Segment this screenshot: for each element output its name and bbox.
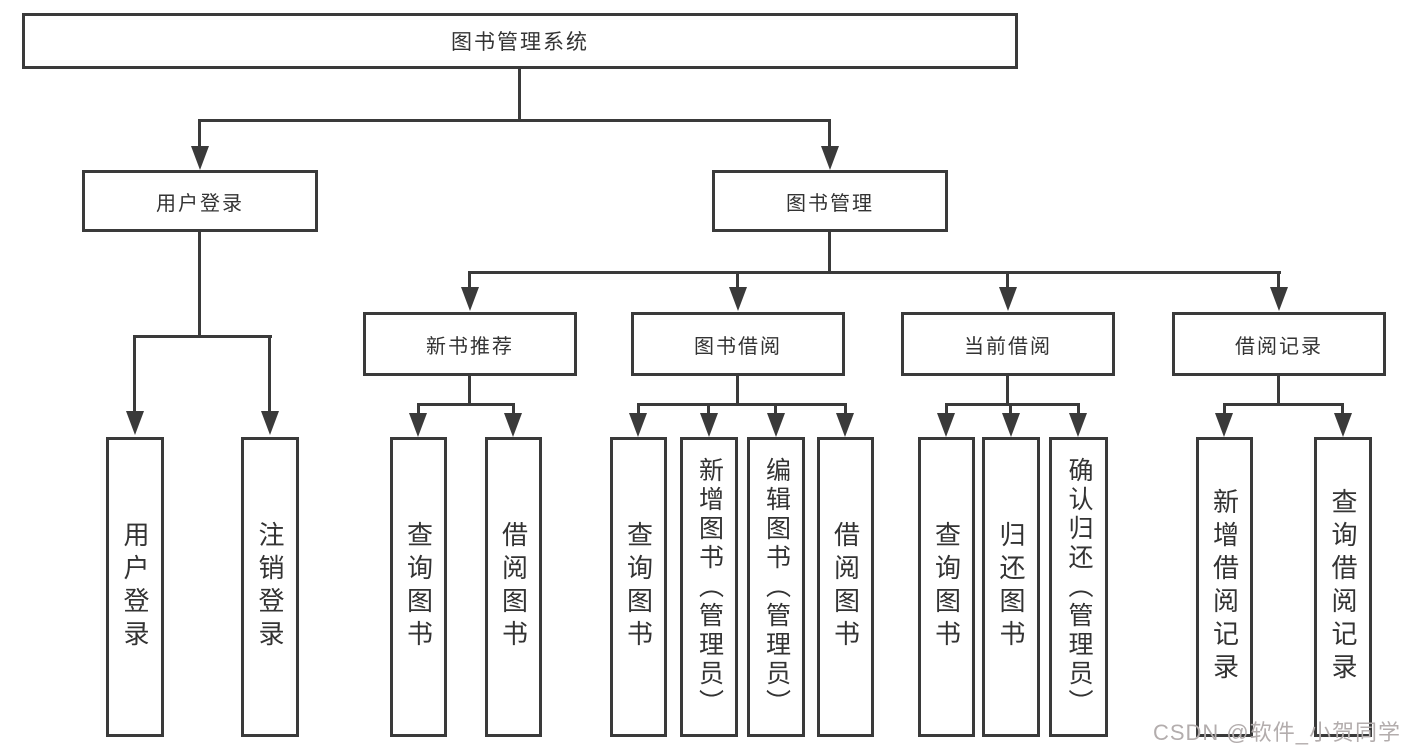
connector-stem-cb-query	[945, 403, 948, 415]
leaf-cb-confirm-return-admin: 确认归还（管理员）	[1049, 437, 1108, 737]
connector-new-book-split	[417, 403, 515, 406]
connector-book-borrow-split	[637, 403, 847, 406]
connector-new-book-stem	[468, 375, 471, 405]
leaf-nb-query-books-label: 查询图书	[403, 521, 434, 653]
connector-stem-current-borrow	[1006, 271, 1009, 289]
connector-stem-book-borrow	[736, 271, 739, 289]
connector-current-borrow-split	[945, 403, 1080, 406]
connector-user-login-stem	[198, 231, 201, 337]
leaf-bb-add-books-admin-label: 新增图书（管理员）	[695, 456, 724, 718]
connector-stem-bb-add	[707, 403, 710, 415]
leaf-cb-return-books: 归还图书	[982, 437, 1040, 737]
leaf-nb-query-books: 查询图书	[390, 437, 447, 737]
node-new-book-rec: 新书推荐	[363, 312, 577, 376]
node-user-login-label: 用户登录	[156, 192, 244, 215]
node-root-label: 图书管理系统	[451, 31, 589, 54]
connector-stem-bb-query	[637, 403, 640, 415]
node-current-borrow-label: 当前借阅	[964, 335, 1052, 358]
connector-stem-user-login	[198, 119, 201, 149]
leaf-bb-borrow-books: 借阅图书	[817, 437, 874, 737]
connector-stem-leaf-login	[133, 335, 136, 413]
arrowhead-current-borrow	[999, 287, 1017, 311]
leaf-br-query-record: 查询借阅记录	[1314, 437, 1372, 737]
leaf-bb-borrow-books-label: 借阅图书	[830, 521, 861, 653]
leaf-bb-query-books-label: 查询图书	[623, 521, 654, 653]
connector-user-login-split	[133, 335, 272, 338]
connector-stem-br-add	[1223, 403, 1226, 415]
arrowhead-bb-edit	[767, 413, 785, 437]
connector-stem-cb-return	[1009, 403, 1012, 415]
leaf-cb-return-books-label: 归还图书	[996, 521, 1026, 653]
connector-current-borrow-stem	[1006, 375, 1009, 405]
node-current-borrow: 当前借阅	[901, 312, 1115, 376]
connector-borrow-record-stem	[1277, 375, 1280, 405]
arrowhead-cb-query	[937, 413, 955, 437]
leaf-br-add-record-label: 新增借阅记录	[1209, 488, 1240, 686]
node-root: 图书管理系统	[22, 13, 1018, 69]
arrowhead-book-borrow	[729, 287, 747, 311]
connector-book-mgmt-split	[468, 271, 1281, 274]
arrowhead-bb-borrow	[836, 413, 854, 437]
node-book-mgmt-label: 图书管理	[786, 192, 874, 215]
node-borrow-record: 借阅记录	[1172, 312, 1386, 376]
arrowhead-bb-add	[700, 413, 718, 437]
node-borrow-record-label: 借阅记录	[1235, 335, 1323, 358]
connector-book-borrow-stem	[736, 375, 739, 405]
arrowhead-br-query	[1334, 413, 1352, 437]
connector-stem-br-query	[1341, 403, 1344, 415]
node-book-mgmt: 图书管理	[712, 170, 948, 232]
arrowhead-leaf-logout	[261, 411, 279, 435]
csdn-watermark: CSDN @软件_小贺同学	[1152, 720, 1401, 745]
connector-stem-bb-borrow	[844, 403, 847, 415]
leaf-cb-query-books: 查询图书	[918, 437, 975, 737]
node-user-login: 用户登录	[82, 170, 318, 232]
node-book-borrow: 图书借阅	[631, 312, 845, 376]
arrowhead-new-book	[461, 287, 479, 311]
connector-root-stem	[518, 68, 521, 120]
arrowhead-user-login	[191, 146, 209, 170]
arrowhead-borrow-record	[1270, 287, 1288, 311]
connector-stem-leaf-logout	[268, 335, 271, 413]
connector-stem-new-book	[468, 271, 471, 289]
leaf-bb-edit-books-admin-label: 编辑图书（管理员）	[762, 456, 791, 718]
connector-stem-book-mgmt	[828, 119, 831, 149]
node-book-borrow-label: 图书借阅	[694, 335, 782, 358]
leaf-br-query-record-label: 查询借阅记录	[1328, 488, 1358, 686]
arrowhead-nb-query	[409, 413, 427, 437]
leaf-cb-query-books-label: 查询图书	[931, 521, 962, 653]
leaf-cb-confirm-return-admin-label: 确认归还（管理员）	[1065, 456, 1093, 718]
connector-stem-borrow-record	[1277, 271, 1280, 289]
leaf-bb-add-books-admin: 新增图书（管理员）	[680, 437, 738, 737]
leaf-nb-borrow-books: 借阅图书	[485, 437, 542, 737]
connector-book-mgmt-stem	[828, 231, 831, 273]
connector-borrow-record-split	[1223, 403, 1344, 406]
connector-stem-nb-borrow	[512, 403, 515, 415]
leaf-logout: 注销登录	[241, 437, 299, 737]
arrowhead-book-mgmt	[821, 146, 839, 170]
node-new-book-rec-label: 新书推荐	[426, 335, 514, 358]
connector-stem-bb-edit	[774, 403, 777, 415]
arrowhead-nb-borrow	[504, 413, 522, 437]
leaf-user-login: 用户登录	[106, 437, 164, 737]
arrowhead-br-add	[1215, 413, 1233, 437]
connector-root-split	[198, 119, 831, 122]
arrowhead-cb-return	[1002, 413, 1020, 437]
leaf-user-login-label: 用户登录	[120, 521, 150, 653]
connector-stem-cb-confirm	[1077, 403, 1080, 415]
leaf-br-add-record: 新增借阅记录	[1196, 437, 1253, 737]
arrowhead-bb-query	[629, 413, 647, 437]
leaf-bb-edit-books-admin: 编辑图书（管理员）	[747, 437, 805, 737]
leaf-nb-borrow-books-label: 借阅图书	[498, 521, 529, 653]
connector-stem-nb-query	[417, 403, 420, 415]
arrowhead-leaf-login	[126, 411, 144, 435]
arrowhead-cb-confirm	[1069, 413, 1087, 437]
leaf-bb-query-books: 查询图书	[610, 437, 667, 737]
leaf-logout-label: 注销登录	[255, 521, 285, 653]
